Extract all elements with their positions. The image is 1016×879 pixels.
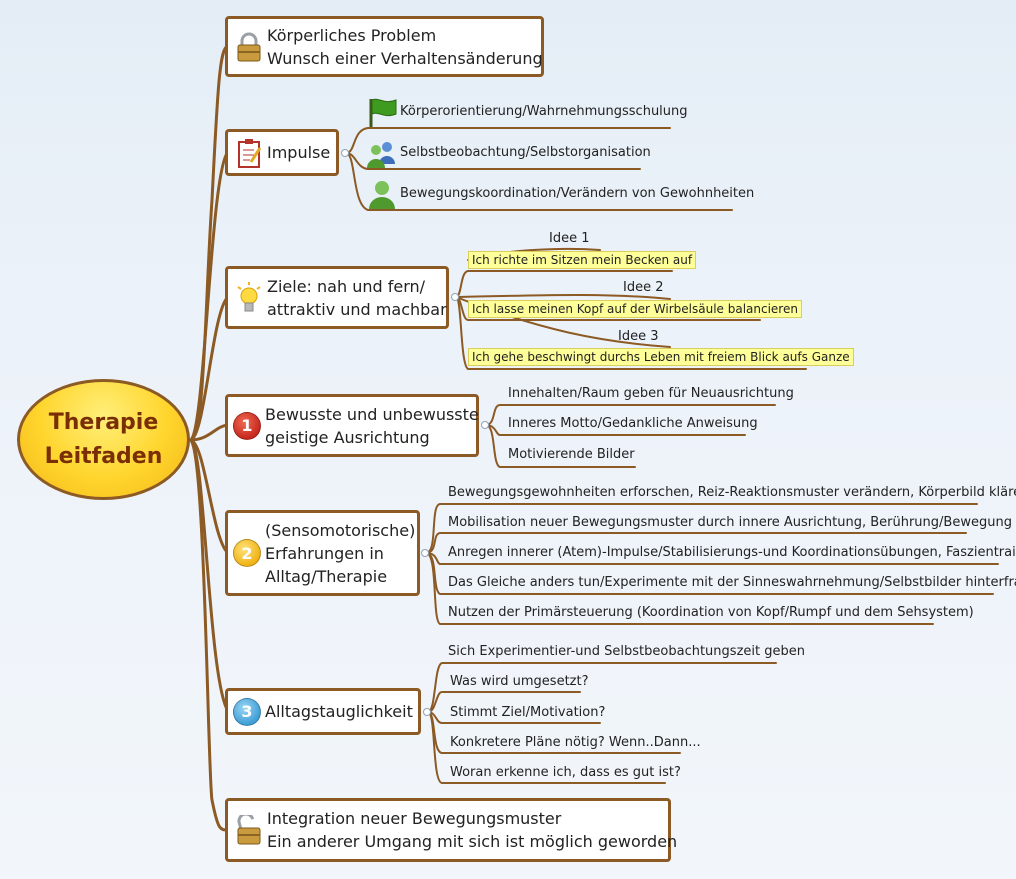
- collapse-handle-alltag[interactable]: [423, 708, 431, 716]
- impulse-child-3[interactable]: Bewegungskoordination/Verändern von Gewo…: [400, 186, 755, 201]
- bewusste-child-1[interactable]: Innehalten/Raum geben für Neuausrichtung: [508, 386, 794, 401]
- ziele-child-label-2[interactable]: Idee 2: [623, 280, 664, 295]
- topic-impulse[interactable]: Impulse: [225, 129, 339, 176]
- senso-child-5[interactable]: Nutzen der Primärsteuerung (Koordination…: [448, 605, 974, 620]
- topic-line: Integration neuer Bewegungsmuster: [267, 809, 562, 828]
- topic-line: Ein anderer Umgang mit sich ist möglich …: [267, 832, 678, 851]
- topic-line: Bewusste und unbewusste: [265, 404, 479, 424]
- impulse-child-1[interactable]: Körperorientierung/Wahrnehmungsschulung: [400, 104, 688, 119]
- topic-line: Erfahrungen in: [265, 543, 384, 563]
- ziele-note-3: Ich gehe beschwingt durchs Leben mit fre…: [468, 348, 854, 366]
- topic-line: Alltagstauglichkeit: [265, 702, 413, 721]
- lightbulb-icon: [235, 281, 263, 314]
- topic-alltagstauglichkeit[interactable]: 3 Alltagstauglichkeit: [225, 688, 421, 735]
- topic-line: Impulse: [267, 143, 331, 162]
- user-group-icon: [366, 138, 398, 170]
- alltag-child-3[interactable]: Stimmt Ziel/Motivation?: [450, 705, 606, 720]
- topic-bewusste-ausrichtung[interactable]: 1 Bewusste und unbewusste geistige Ausri…: [225, 394, 479, 457]
- priority-1-icon: 1: [233, 410, 261, 442]
- alltag-child-1[interactable]: Sich Experimentier-und Selbstbeobachtung…: [448, 644, 805, 659]
- collapse-handle-impulse[interactable]: [341, 149, 349, 157]
- topic-line: Alltag/Therapie: [265, 566, 388, 586]
- priority-badge: 3: [233, 697, 261, 726]
- padlock-open-icon: [235, 814, 263, 846]
- senso-child-3[interactable]: Anregen innerer (Atem)-Impulse/Stabilisi…: [448, 545, 1016, 560]
- topic-line: Wunsch einer Verhaltensänderung: [267, 48, 543, 68]
- alltag-child-2[interactable]: Was wird umgesetzt?: [450, 674, 589, 689]
- topic-koerperliches-problem[interactable]: Körperliches Problem Wunsch einer Verhal…: [225, 16, 544, 77]
- central-topic[interactable]: Therapie Leitfaden: [17, 379, 190, 500]
- ziele-note-1: Ich richte im Sitzen mein Becken auf: [468, 251, 697, 269]
- collapse-handle-bewusste[interactable]: [481, 421, 489, 429]
- priority-badge: 2: [233, 539, 261, 567]
- central-topic-line1: Therapie: [48, 409, 159, 435]
- topic-line: Ziele: nah und fern/: [267, 276, 426, 296]
- green-flag-icon: [366, 96, 398, 128]
- ziele-child-label-1[interactable]: Idee 1: [549, 231, 590, 246]
- topic-line: (Sensomotorische): [265, 520, 416, 540]
- topic-line: geistige Ausrichtung: [265, 427, 430, 447]
- topic-sensomotorische-erfahrungen[interactable]: 2 (Sensomotorische) Erfahrungen in Allta…: [225, 510, 420, 596]
- bewusste-child-3[interactable]: Motivierende Bilder: [508, 447, 635, 462]
- senso-child-1[interactable]: Bewegungsgewohnheiten erforschen, Reiz-R…: [448, 485, 1016, 500]
- ziele-child-label-3[interactable]: Idee 3: [618, 329, 659, 344]
- collapse-handle-senso[interactable]: [421, 549, 429, 557]
- priority-2-icon: 2: [233, 537, 261, 569]
- collapse-handle-ziele[interactable]: [451, 293, 459, 301]
- priority-3-icon: 3: [233, 696, 261, 728]
- priority-badge: 1: [233, 411, 261, 440]
- alltag-child-5[interactable]: Woran erkenne ich, dass es gut ist?: [450, 765, 681, 780]
- central-topic-line2: Leitfaden: [44, 443, 163, 469]
- padlock-closed-icon: [235, 31, 263, 63]
- topic-integration[interactable]: Integration neuer Bewegungsmuster Ein an…: [225, 798, 677, 862]
- senso-child-2[interactable]: Mobilisation neuer Bewegungsmuster durch…: [448, 515, 1012, 530]
- clipboard-icon: [235, 137, 263, 169]
- topic-ziele[interactable]: Ziele: nah und fern/ attraktiv und machb…: [225, 266, 449, 329]
- user-icon: [366, 178, 398, 210]
- impulse-child-2[interactable]: Selbstbeobachtung/Selbstorganisation: [400, 145, 651, 160]
- alltag-child-4[interactable]: Konkretere Pläne nötig? Wenn..Dann...: [450, 735, 701, 750]
- topic-line: Körperliches Problem: [267, 25, 437, 45]
- ziele-note-2: Ich lasse meinen Kopf auf der Wirbelsäul…: [468, 300, 802, 318]
- bewusste-child-2[interactable]: Inneres Motto/Gedankliche Anweisung: [508, 416, 758, 431]
- topic-line: attraktiv und machbar: [267, 299, 447, 319]
- senso-child-4[interactable]: Das Gleiche anders tun/Experimente mit d…: [448, 575, 1016, 590]
